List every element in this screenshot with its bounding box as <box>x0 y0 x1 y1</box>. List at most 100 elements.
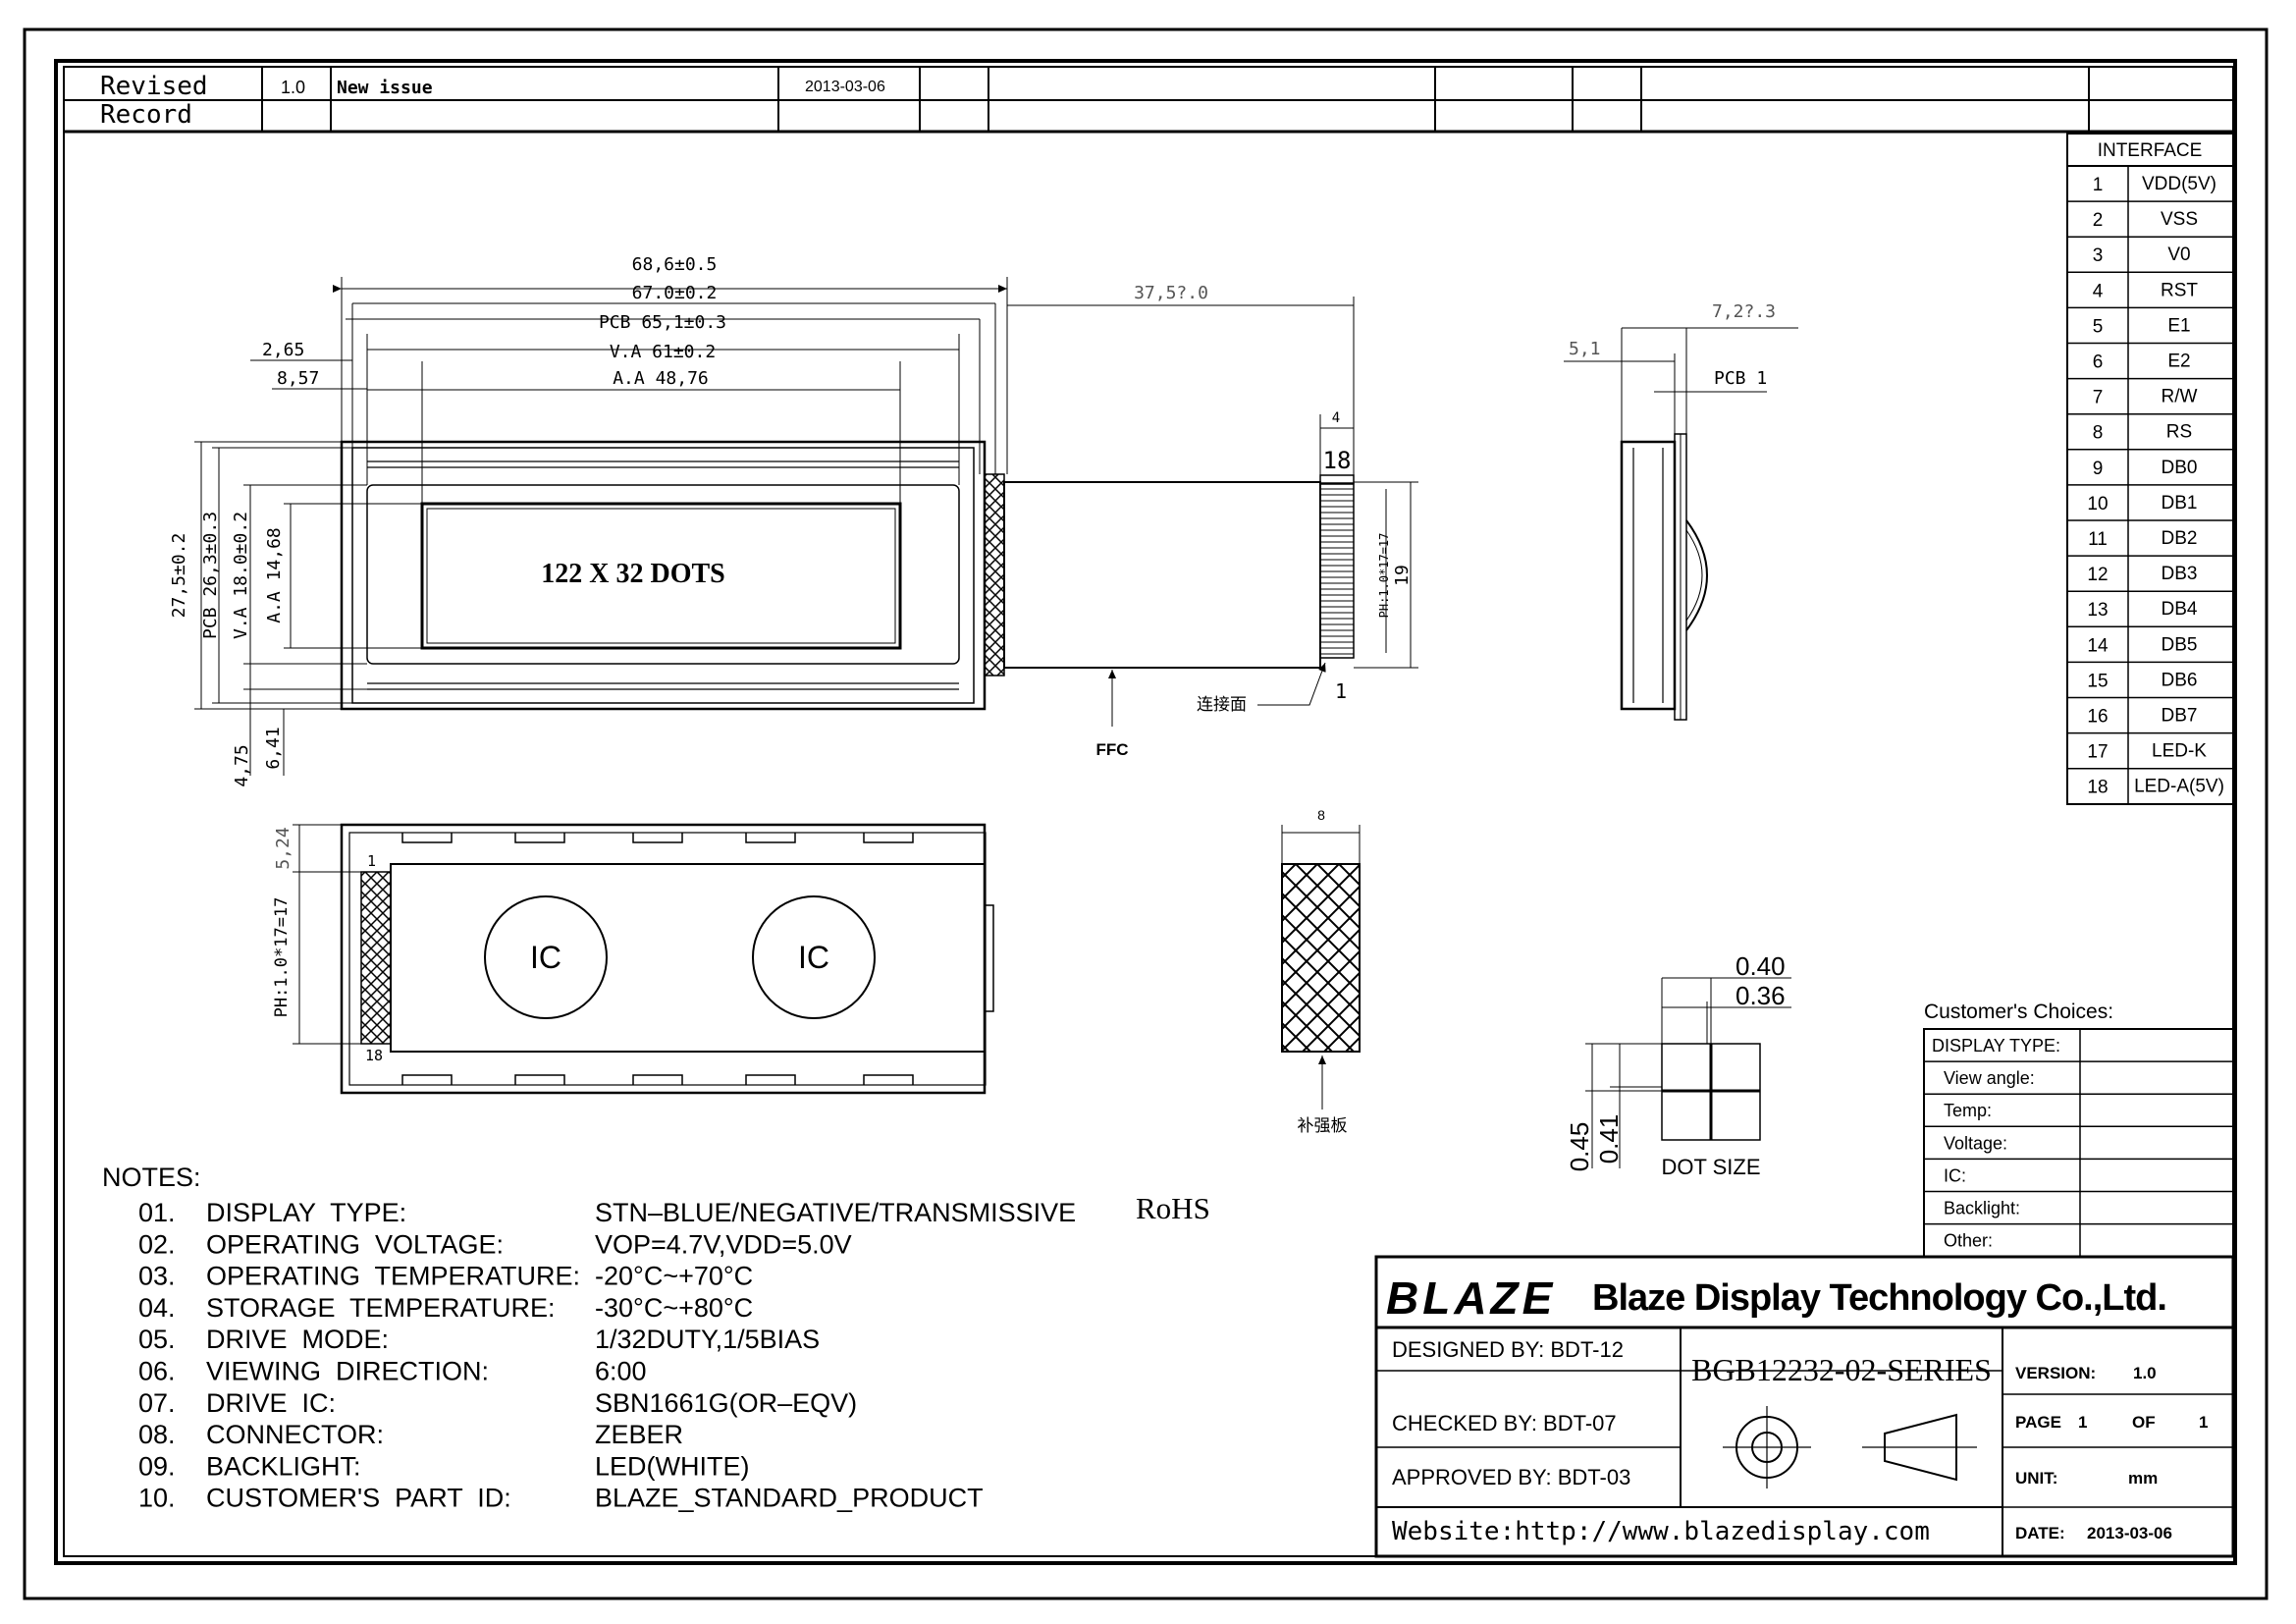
pin-name: DB3 <box>2162 564 2198 584</box>
revised-label: Revised <box>100 72 208 101</box>
dim-475: 4,75 <box>232 744 252 786</box>
dot-size-detail <box>1585 977 1791 1168</box>
note-label: CONNECTOR: <box>206 1420 384 1449</box>
dim-pcb: PCB 65,1±0.3 <box>599 312 726 333</box>
ic-left <box>484 895 608 1019</box>
note-label: OPERATING VOLTAGE: <box>206 1229 504 1259</box>
dim-857: 8,57 <box>277 368 319 389</box>
note-label: CUSTOMER'S PART ID: <box>206 1484 511 1513</box>
company-name: Blaze Display Technology Co.,Ltd. <box>1592 1277 2166 1319</box>
pin-name: DB6 <box>2162 670 2198 690</box>
date-label: DATE: <box>2015 1524 2065 1543</box>
choice-label: DISPLAY TYPE: <box>1932 1036 2060 1056</box>
note-label: OPERATING TEMPERATURE: <box>206 1262 580 1291</box>
stiffener-width: 8 <box>1317 807 1325 823</box>
notes-title: NOTES: <box>102 1163 201 1192</box>
record-label: Record <box>100 100 192 130</box>
dim-bezel: 67.0±0.2 <box>632 283 718 303</box>
stiffener <box>1281 863 1361 1053</box>
revision-record: Revised Record 1.0 New issue 2013-03-06 <box>64 67 2233 134</box>
connector-face-label: 连接面 <box>1197 695 1247 714</box>
note-number: 06. <box>138 1357 176 1386</box>
pin-number: 13 <box>2087 600 2108 621</box>
pin-number: 4 <box>2093 281 2104 301</box>
note-number: 09. <box>138 1451 176 1481</box>
note-value: 1/32DUTY,1/5BIAS <box>595 1325 820 1354</box>
pin-name: DB2 <box>2162 528 2198 549</box>
side-dims: 5,1 7,2?.3 PCB 1 <box>1569 301 1776 389</box>
dim-h-outline: 27,5±0.2 <box>169 533 189 619</box>
pin-number: 6 <box>2093 352 2104 373</box>
back-pitch: PH:1.0*17=17 <box>272 897 292 1018</box>
dot-w-outer: 0.40 <box>1735 951 1786 981</box>
note-value: -30°C~+80°C <box>595 1293 753 1323</box>
dot-size-texts: 0.40 0.36 0.45 0.41 DOT SIZE <box>1565 951 1786 1179</box>
pin-number: 7 <box>2093 388 2104 408</box>
revision-date: 2013-03-06 <box>805 79 885 95</box>
dim-aa: A.A 48,76 <box>613 368 709 389</box>
pin-name: E1 <box>2167 315 2190 336</box>
note-label: DRIVE MODE: <box>206 1325 389 1354</box>
dot-h-inner: 0.41 <box>1594 1114 1624 1164</box>
pin-name: E2 <box>2167 352 2190 372</box>
pin-number: 11 <box>2088 529 2108 550</box>
note-value: SBN1661G(OR–EQV) <box>595 1388 857 1418</box>
pin-number: 10 <box>2087 494 2108 514</box>
pin-name: DB0 <box>2162 458 2198 478</box>
back-pin-first: 1 <box>367 852 376 870</box>
pin-number: 17 <box>2087 742 2108 763</box>
active-area <box>420 502 902 650</box>
note-number: 10. <box>138 1484 176 1513</box>
note-number: 07. <box>138 1388 176 1418</box>
pin-name: DB1 <box>2162 493 2198 514</box>
pcb-1-label: PCB 1 <box>1714 368 1767 389</box>
choice-label: Voltage: <box>1944 1133 2007 1153</box>
version-value: 1.0 <box>2133 1364 2157 1382</box>
frame-border <box>63 66 2234 1557</box>
projection-trapezoid <box>1884 1413 1957 1482</box>
ic-right-label: IC <box>798 940 829 975</box>
dim-641: 6,41 <box>263 727 284 769</box>
title-block <box>1374 1255 2235 1558</box>
note-number: 03. <box>138 1262 176 1291</box>
note-value: BLAZE_STANDARD_PRODUCT <box>595 1484 984 1513</box>
note-value: VOP=4.7V,VDD=5.0V <box>595 1229 852 1259</box>
ffc-label: FFC <box>1095 740 1128 759</box>
inner-border <box>54 59 2237 1565</box>
connector-pin1: 1 <box>1335 679 1347 703</box>
pin-name: VDD(5V) <box>2142 174 2216 194</box>
note-value: -20°C~+70°C <box>595 1262 753 1291</box>
pin-name: VSS <box>2161 209 2198 230</box>
outer-border <box>23 27 2269 1600</box>
note-number: 01. <box>138 1198 176 1227</box>
note-label: STORAGE TEMPERATURE: <box>206 1293 556 1323</box>
pin-name: DB5 <box>2162 634 2198 655</box>
pin-name: LED-A(5V) <box>2134 777 2224 797</box>
pin-name: DB7 <box>2162 706 2198 727</box>
dim-h-aa: A.A 14,68 <box>264 527 285 623</box>
back-pin-last: 18 <box>365 1047 383 1064</box>
pin-number: 12 <box>2087 565 2108 585</box>
note-value: LED(WHITE) <box>595 1451 750 1481</box>
note-value: STN–BLUE/NEGATIVE/TRANSMISSIVE <box>595 1198 1076 1227</box>
note-value: 6:00 <box>595 1357 647 1386</box>
pin-name: V0 <box>2167 244 2190 265</box>
pin-number: 18 <box>2087 778 2108 798</box>
pin-number: 14 <box>2087 635 2109 656</box>
pin-name: RST <box>2161 280 2198 300</box>
interface-title: INTERFACE <box>2098 140 2203 161</box>
dim-72: 7,2?.3 <box>1712 301 1776 322</box>
dim-h-va: V.A 18.0±0.2 <box>231 512 251 639</box>
connector-count: 18 <box>1323 447 1352 474</box>
viewing-area <box>366 484 960 665</box>
dot-size-label: DOT SIZE <box>1661 1155 1760 1179</box>
dim-va: V.A 61±0.2 <box>610 342 716 362</box>
logo: BLAZE <box>1386 1272 1556 1324</box>
note-label: DISPLAY TYPE: <box>206 1198 406 1227</box>
dot-w-inner: 0.36 <box>1735 981 1786 1010</box>
choice-label: Other: <box>1944 1231 1993 1251</box>
pin-name: DB4 <box>2162 599 2198 620</box>
note-number: 05. <box>138 1325 176 1354</box>
fpc-hatch <box>984 473 1005 677</box>
